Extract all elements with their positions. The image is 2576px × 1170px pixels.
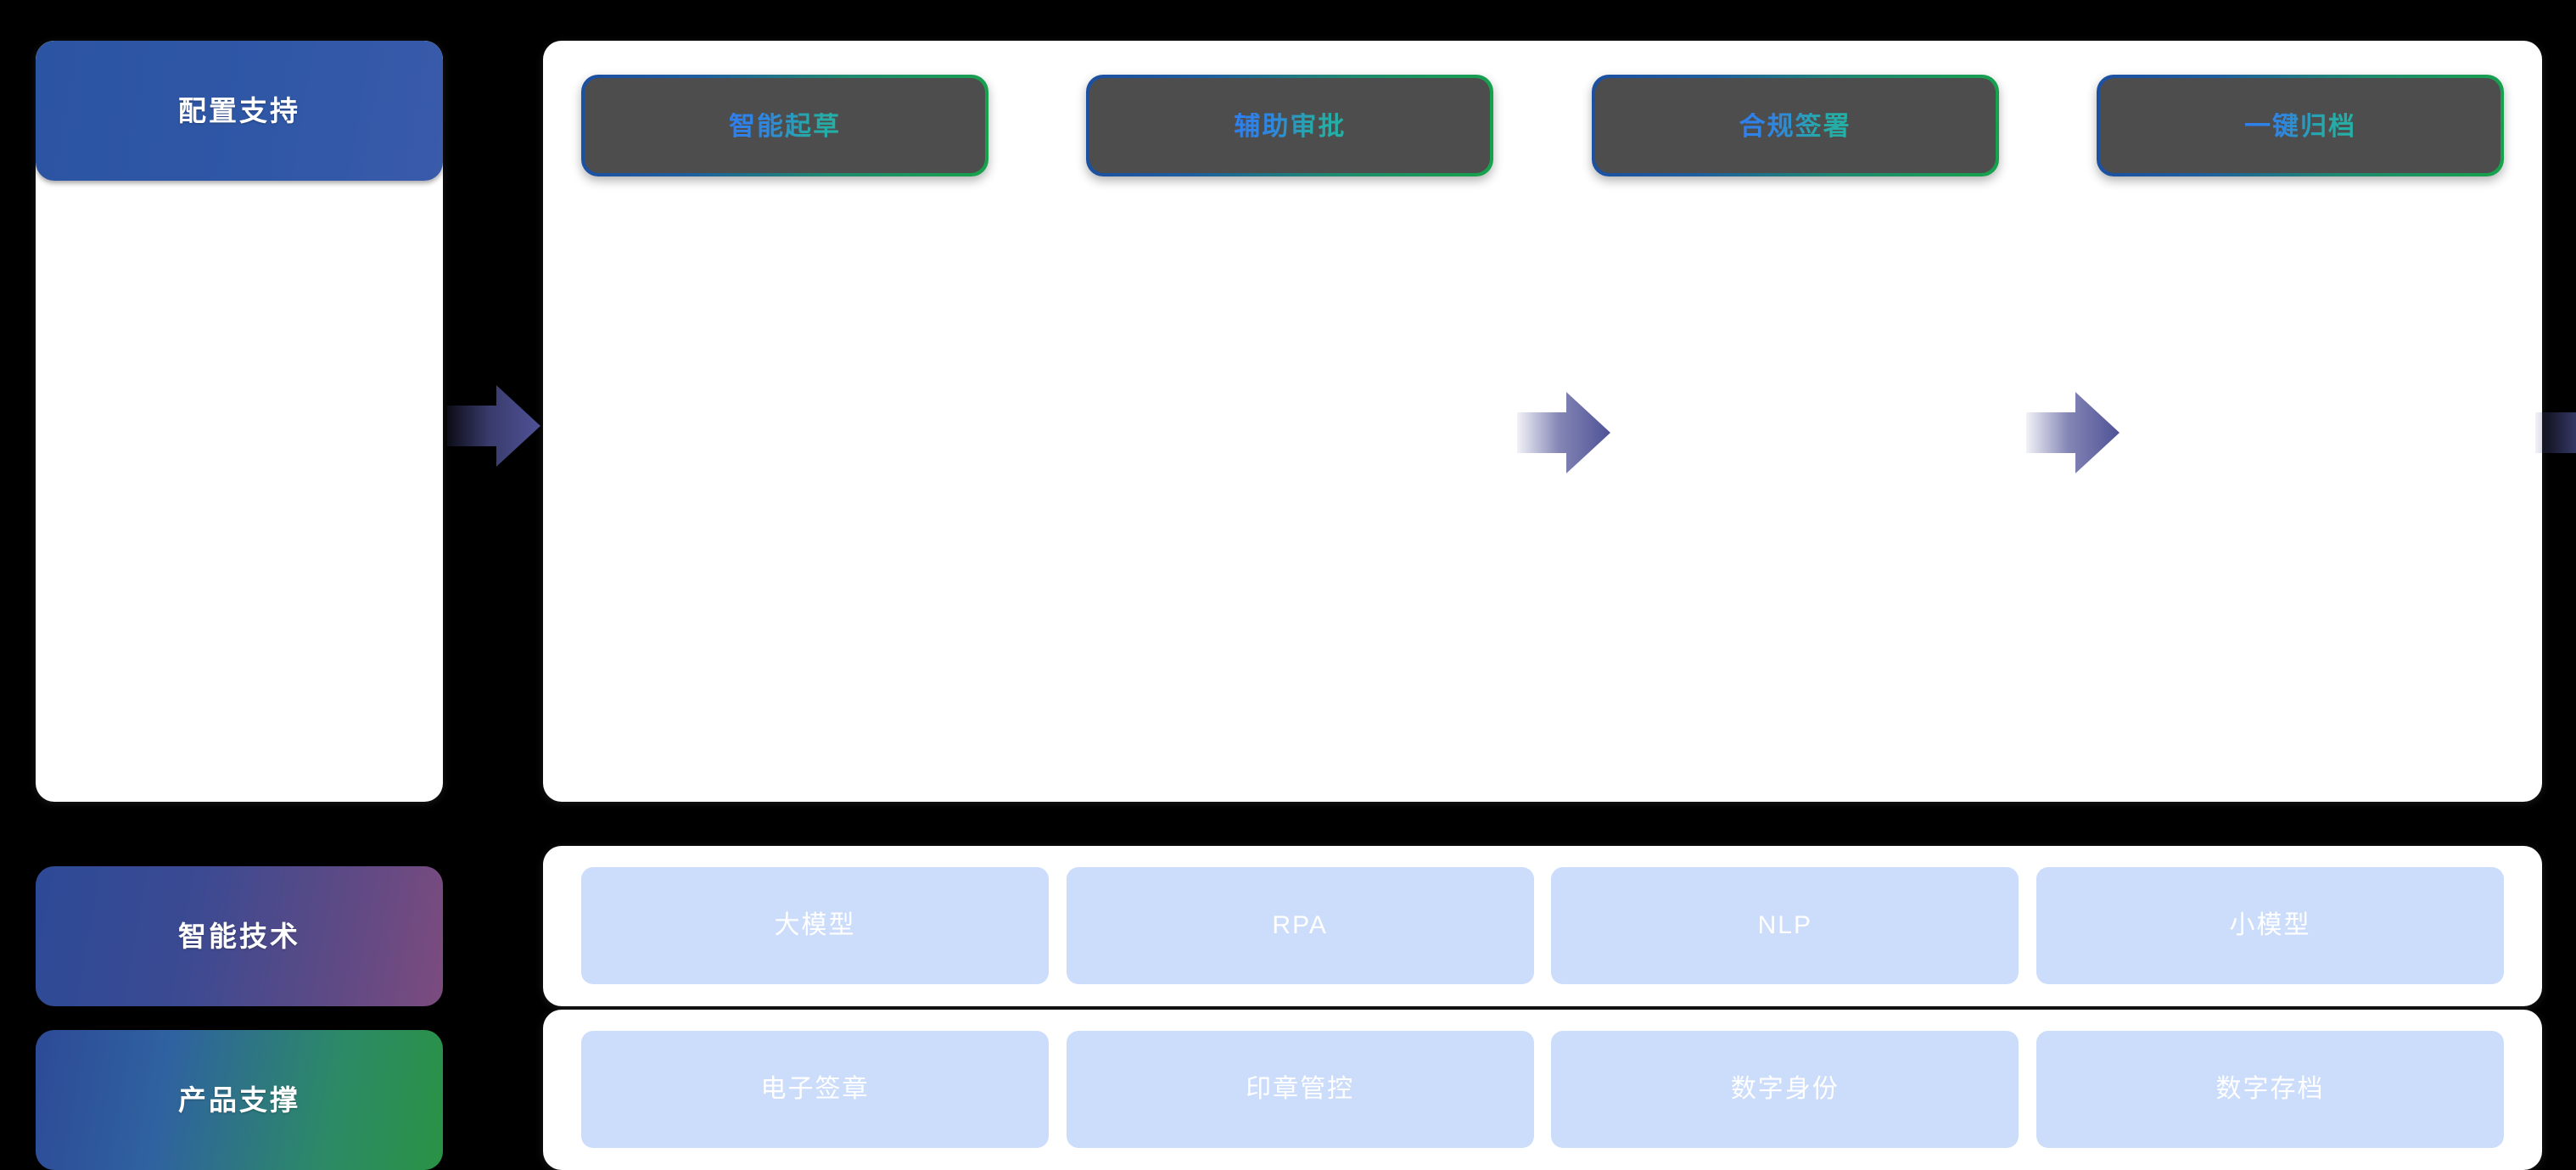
flow-stage-label: 智能起草 [729,110,841,141]
flow-stage-card-2[interactable]: 辅助审批 [1086,75,1494,176]
flow-stage-row: 智能起草 辅助审批 合规签署 一键归档 [581,75,2504,193]
product-pill-label: 数字身份 [1730,1075,1840,1103]
flow-stage-card-4[interactable]: 一键归档 [2096,75,2504,176]
sidebar-item-label: 配置支持 [178,95,300,126]
product-pill-4[interactable]: 数字存档 [2036,1031,2504,1148]
flow-stage-card-3[interactable]: 合规签署 [1591,75,1999,176]
sidebar-item-label: 智能技术 [178,921,300,952]
product-pill-2[interactable]: 印章管控 [1066,1031,1534,1148]
flow-stage-label: 一键归档 [2243,110,2356,141]
flow-stage-label: 合规签署 [1739,110,1851,141]
flow-stage-card-1[interactable]: 智能起草 [581,75,988,176]
connector-arrow-right-icon [447,383,540,468]
product-pill-row: 电子签章 印章管控 数字身份 数字存档 [581,1031,2504,1148]
technology-pill-3[interactable]: NLP [1551,867,2019,984]
flow-stage-card-inner: 辅助审批 [1089,78,1491,173]
sidebar-panel-config-support: 配置支持 [36,41,443,802]
technology-pill-label: RPA [1272,911,1328,939]
sidebar-item-label: 产品支撑 [178,1084,300,1116]
product-pill-label: 电子签章 [760,1075,870,1103]
product-pill-label: 数字存档 [2215,1075,2325,1103]
technology-pill-label: NLP [1757,911,1812,939]
flow-arrow-right-icon [1517,390,1610,475]
sidebar-item-config-support[interactable]: 配置支持 [36,41,443,181]
technology-pill-row: 大模型 RPA NLP 小模型 [581,867,2504,984]
product-pill-3[interactable]: 数字身份 [1551,1031,2019,1148]
technology-pill-2[interactable]: RPA [1066,867,1534,984]
flow-panel: 智能起草 辅助审批 合规签署 一键归档 [543,41,2576,802]
product-panel: 电子签章 印章管控 数字身份 数字存档 [543,1010,2542,1170]
technology-pill-label: 大模型 [774,911,856,939]
flow-stage-label: 辅助审批 [1234,110,1347,141]
technology-pill-4[interactable]: 小模型 [2036,867,2504,984]
technology-panel: 大模型 RPA NLP 小模型 [543,846,2542,1006]
sidebar-item-product-support[interactable]: 产品支撑 [36,1030,443,1170]
flow-arrow-right-icon [2535,390,2576,475]
flow-arrow-right-icon [2026,390,2120,475]
product-pill-label: 印章管控 [1246,1075,1355,1103]
technology-pill-1[interactable]: 大模型 [581,867,1049,984]
main-column: 智能起草 辅助审批 合规签署 一键归档 [543,41,2576,1170]
sidebar-item-intelligent-technology[interactable]: 智能技术 [36,866,443,1006]
flow-stage-card-inner: 一键归档 [2099,78,2500,173]
product-pill-1[interactable]: 电子签章 [581,1031,1049,1148]
technology-pill-label: 小模型 [2229,911,2311,939]
flow-stage-card-inner: 合规签署 [1594,78,1996,173]
sidebar-column: 配置支持 智能技术 产品支撑 [36,41,443,1170]
flow-stage-card-inner: 智能起草 [585,78,985,173]
